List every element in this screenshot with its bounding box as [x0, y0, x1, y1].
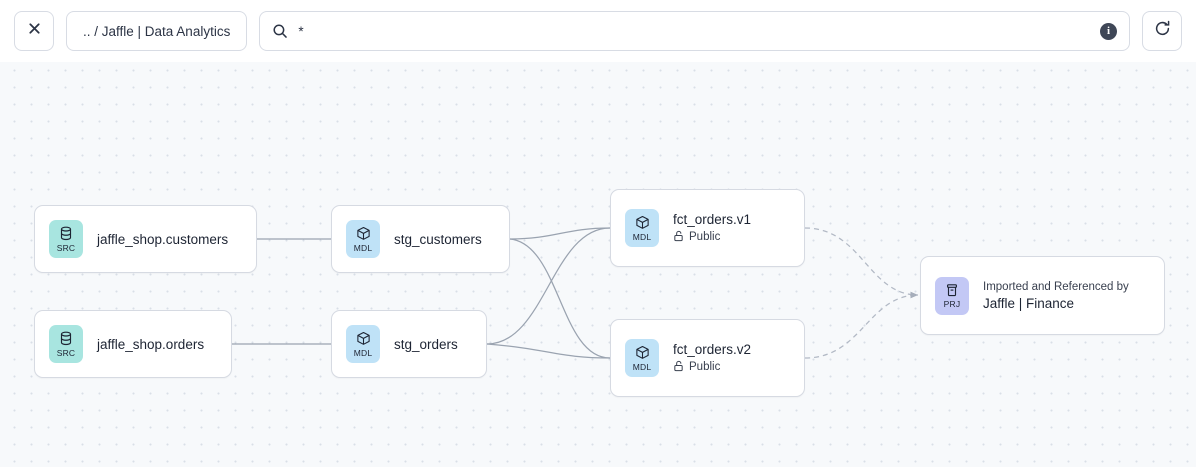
src-badge-label: SRC [56, 347, 76, 358]
edge-v2-prj [804, 291, 919, 359]
cube-icon [635, 215, 650, 231]
node-text: jaffle_shop.orders [97, 337, 204, 352]
prj-badge: PRJ [935, 276, 969, 315]
cube-icon [356, 331, 371, 347]
close-button[interactable] [14, 11, 54, 51]
src-badge: SRC [49, 220, 83, 258]
node-kicker: Imported and Referenced by [983, 280, 1129, 293]
node-text: Imported and Referenced by Jaffle | Fina… [983, 281, 1129, 311]
node-text: fct_orders.v2 Public [673, 342, 751, 375]
src-badge-label: SRC [56, 242, 76, 253]
info-icon-label: i [1106, 24, 1111, 37]
toolbar: .. / Jaffle | Data Analytics i [0, 0, 1196, 62]
close-icon [27, 21, 42, 41]
database-icon [59, 331, 73, 347]
edge-layer [232, 227, 919, 359]
visibility-label: Public [689, 361, 721, 373]
mdl-badge: MDL [346, 325, 380, 363]
cube-icon [635, 345, 650, 361]
refresh-button[interactable] [1142, 11, 1182, 51]
graph-canvas[interactable]: SRC jaffle_shop.customers SRC jaffle_sh [0, 56, 1196, 467]
edge-v1-prj [804, 227, 919, 299]
cube-icon [356, 226, 371, 242]
node-text: stg_customers [394, 232, 482, 247]
search-icon [272, 23, 288, 39]
visibility-label: Public [689, 231, 721, 243]
node-title: stg_customers [394, 231, 482, 247]
node-stg-orders[interactable]: MDL stg_orders [331, 310, 487, 378]
info-icon[interactable]: i [1100, 22, 1117, 40]
node-stg-customers[interactable]: MDL stg_customers [331, 205, 510, 273]
visibility-badge: Public [673, 360, 751, 375]
edge-stgord-v1 [486, 227, 611, 345]
node-text: jaffle_shop.customers [97, 232, 228, 247]
node-jaffle-shop-orders[interactable]: SRC jaffle_shop.orders [34, 310, 232, 378]
mdl-badge-label: MDL [353, 347, 373, 358]
edge-stgcust-v1 [509, 227, 611, 240]
breadcrumb[interactable]: .. / Jaffle | Data Analytics [66, 11, 248, 51]
edge-stgord-v2 [486, 343, 611, 359]
node-title: Jaffle | Finance [983, 295, 1075, 311]
unlock-icon [673, 360, 684, 375]
node-text: fct_orders.v1 Public [673, 212, 751, 245]
mdl-badge: MDL [625, 339, 659, 377]
node-text: stg_orders [394, 337, 458, 352]
mdl-badge: MDL [346, 220, 380, 258]
node-jaffle-shop-customers[interactable]: SRC jaffle_shop.customers [34, 205, 257, 273]
node-fct-orders-v2[interactable]: MDL fct_orders.v2 Public [610, 319, 805, 397]
visibility-badge: Public [673, 230, 751, 245]
prj-badge-label: PRJ [943, 299, 961, 309]
unlock-icon [673, 230, 684, 245]
src-badge: SRC [49, 325, 83, 363]
database-icon [59, 226, 73, 242]
mdl-badge-label: MDL [632, 361, 652, 372]
node-title: jaffle_shop.customers [97, 231, 229, 247]
node-fct-orders-v1[interactable]: MDL fct_orders.v1 Public [610, 189, 805, 267]
breadcrumb-label: .. / Jaffle | Data Analytics [83, 23, 231, 39]
search-input[interactable] [288, 12, 1100, 50]
node-title: stg_orders [394, 336, 458, 352]
edge-stgcust-v2 [509, 238, 611, 359]
node-jaffle-finance-project[interactable]: PRJ Imported and Referenced by Jaffle | … [920, 256, 1165, 335]
node-title: jaffle_shop.orders [97, 336, 205, 352]
mdl-badge-label: MDL [353, 242, 373, 253]
refresh-icon [1153, 19, 1172, 43]
node-title: fct_orders.v1 [673, 211, 752, 227]
search-field[interactable]: i [259, 11, 1130, 51]
mdl-badge-label: MDL [632, 231, 652, 242]
node-title: fct_orders.v2 [673, 341, 752, 357]
archive-icon [945, 282, 959, 298]
mdl-badge: MDL [625, 209, 659, 247]
